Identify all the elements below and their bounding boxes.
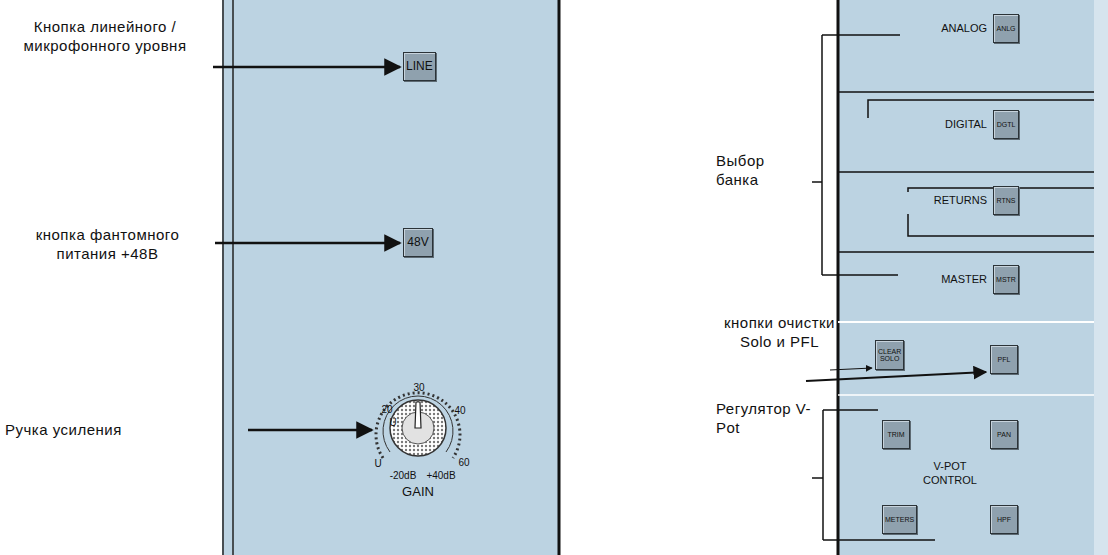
scale-mark: 20 — [377, 404, 397, 417]
button-text: TRIM — [887, 431, 904, 438]
button-text: CLEAR SOLO — [878, 348, 901, 363]
button-text: 48V — [407, 236, 428, 249]
bank-button: DGTL — [993, 110, 1019, 139]
callout-text: Кнопка линейного / микрофонного уровня — [5, 18, 205, 56]
vpot-button: METERS — [882, 505, 917, 534]
button-text: MSTR — [996, 276, 1016, 283]
line-button: LINE — [403, 52, 436, 81]
scale-mark: 40 — [450, 405, 470, 418]
section-title: V-POT CONTROL — [918, 460, 982, 488]
bank-button: MSTR — [993, 265, 1019, 294]
vpot-button: PAN — [990, 420, 1018, 449]
callout-text: кнопка фантомного питания +48В — [5, 226, 210, 264]
bank-button: ANLG — [993, 14, 1019, 43]
clear-solo-button: CLEAR SOLO — [875, 340, 904, 370]
callout-text: Регулятор V-Pot — [716, 400, 826, 438]
scale-mark: 30 — [409, 382, 429, 395]
button-text: METERS — [885, 516, 914, 523]
bank-button: RTNS — [993, 186, 1019, 215]
vpot-button: TRIM — [882, 420, 910, 449]
button-text: LINE — [406, 60, 433, 73]
knob-caption: GAIN — [388, 484, 448, 500]
vpot-button: HPF — [990, 505, 1018, 534]
scale-mark: +40dB — [421, 470, 461, 483]
scale-mark: U — [386, 417, 400, 430]
bank-name: RETURNS — [893, 194, 987, 208]
scale-mark: -20dB — [383, 470, 423, 483]
bank-name: ANALOG — [893, 22, 987, 36]
bank-name: MASTER — [893, 273, 987, 287]
pfl-button: PFL — [990, 345, 1018, 374]
scale-mark: U — [371, 458, 385, 471]
button-text: HPF — [997, 516, 1011, 523]
callout-text: Выбор банка — [716, 152, 811, 190]
button-text: PAN — [997, 431, 1011, 438]
button-text: ANLG — [996, 25, 1015, 32]
scale-mark: 60 — [454, 457, 474, 470]
bank-name: DIGITAL — [893, 118, 987, 132]
button-text: PFL — [998, 356, 1011, 363]
button-text: DGTL — [997, 121, 1016, 128]
button-text: RTNS — [997, 197, 1016, 204]
callout-text: Ручка усиления — [5, 421, 205, 440]
callout-text: кнопки очистки Solo и PFL — [722, 314, 837, 352]
phantom-button: 48V — [403, 228, 433, 257]
